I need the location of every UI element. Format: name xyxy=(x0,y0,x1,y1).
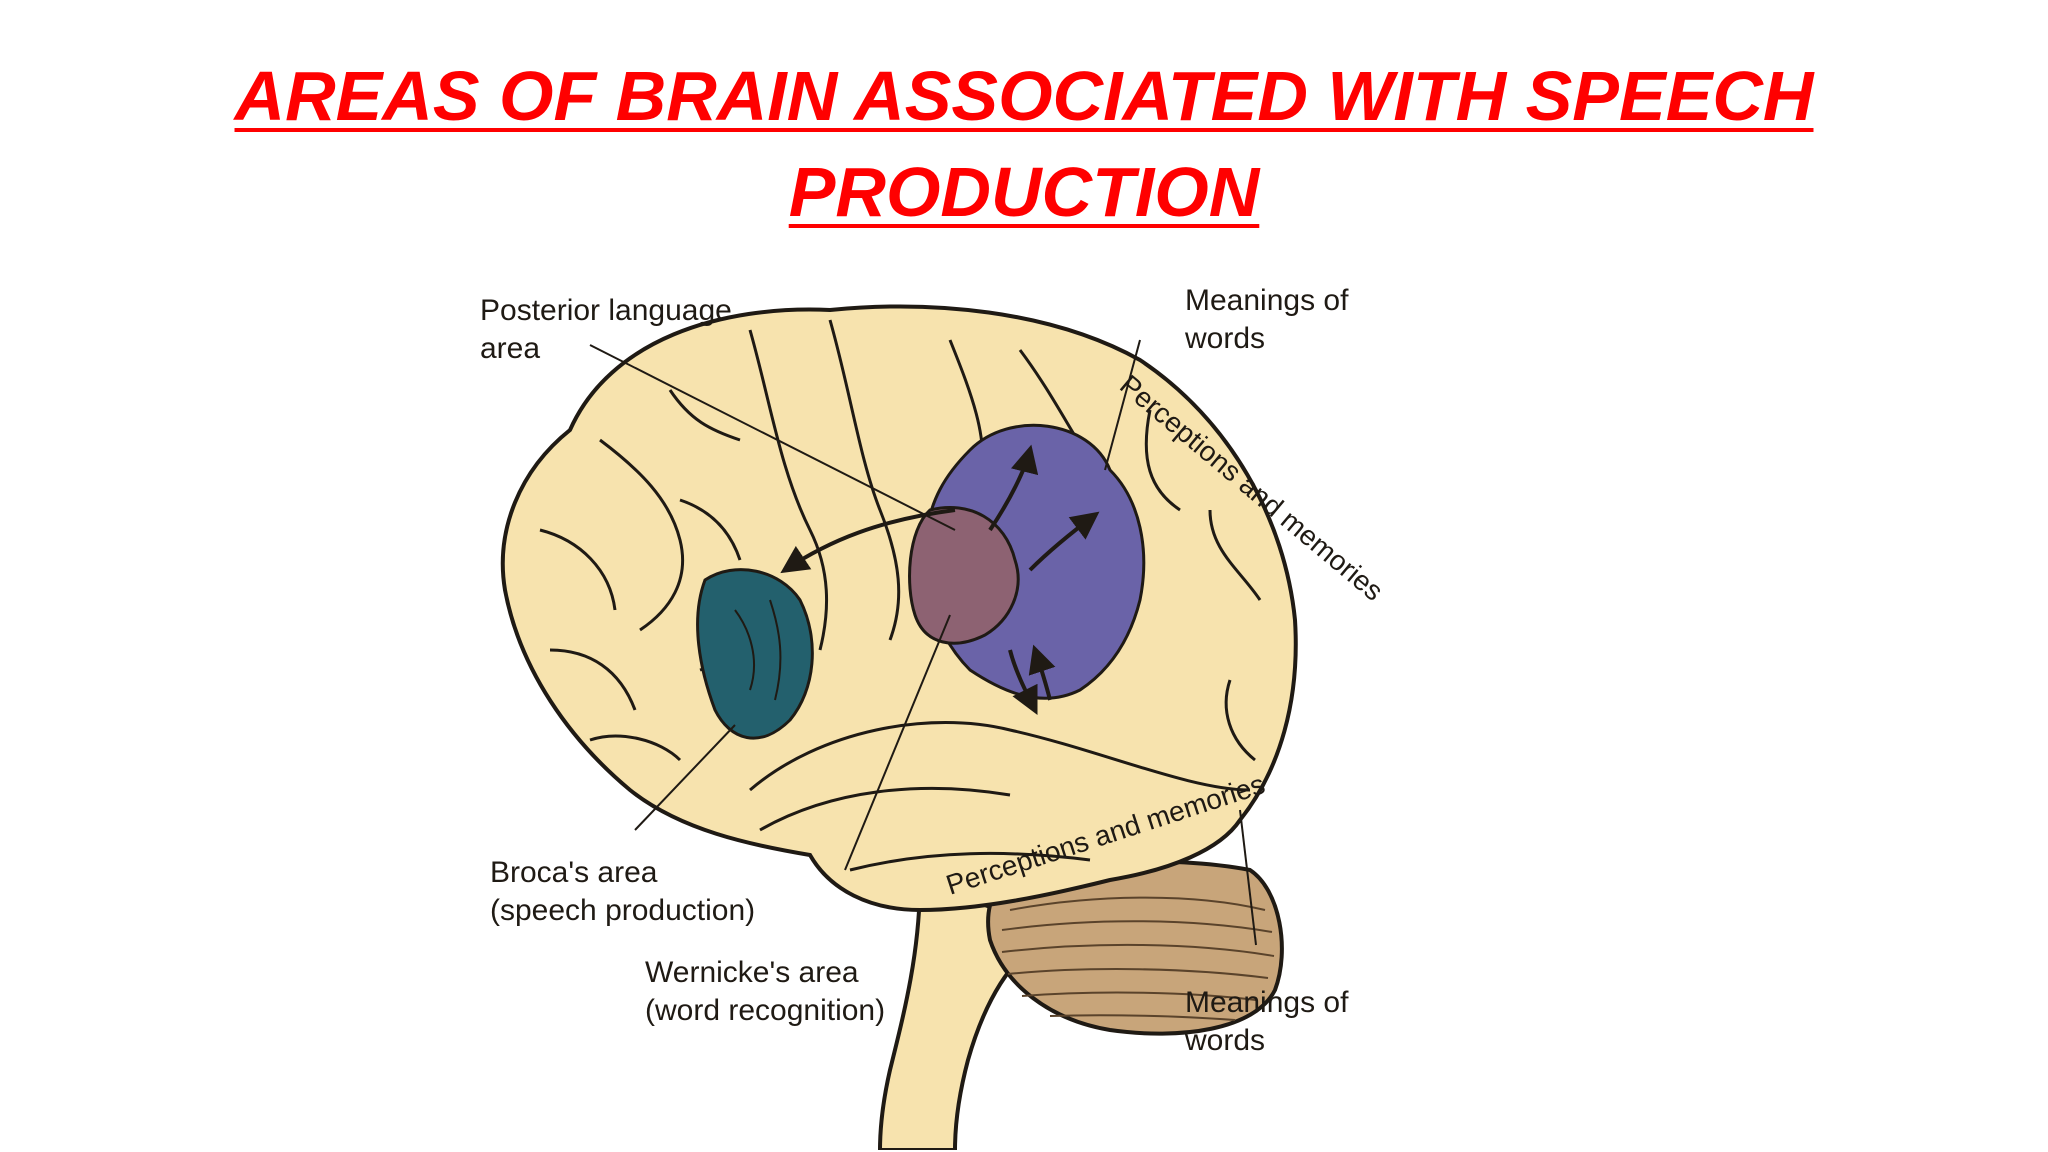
broca-label-line-1: Broca's area xyxy=(490,856,658,889)
meanings-top-label-line-1: Meanings of xyxy=(1185,284,1349,317)
wernicke-label-line-2: (word recognition) xyxy=(645,994,885,1027)
title-line-2: PRODUCTION xyxy=(788,153,1260,231)
title-line-1: AREAS OF BRAIN ASSOCIATED WITH SPEECH xyxy=(234,57,1814,135)
slide-title: AREAS OF BRAIN ASSOCIATED WITH SPEECH PR… xyxy=(0,48,2048,240)
cerebellum-folia xyxy=(1001,896,1275,1021)
meanings-bottom-label-line-2: words xyxy=(1184,1024,1265,1057)
meanings-bottom-label-line-1: Meanings of xyxy=(1185,986,1349,1019)
brain-diagram: Posterior language area Meanings of word… xyxy=(480,284,1389,1150)
posterior-label-line-1: Posterior language xyxy=(480,294,732,327)
posterior-label-line-2: area xyxy=(480,332,540,365)
wernicke-label-line-1: Wernicke's area xyxy=(645,956,859,989)
leader-lines xyxy=(589,339,1257,946)
broca-label-line-2: (speech production) xyxy=(490,894,755,927)
broca-gyri xyxy=(734,599,782,701)
arrows xyxy=(780,444,1100,716)
meanings-top-label-line-2: words xyxy=(1184,322,1265,355)
broca-region xyxy=(696,568,814,740)
